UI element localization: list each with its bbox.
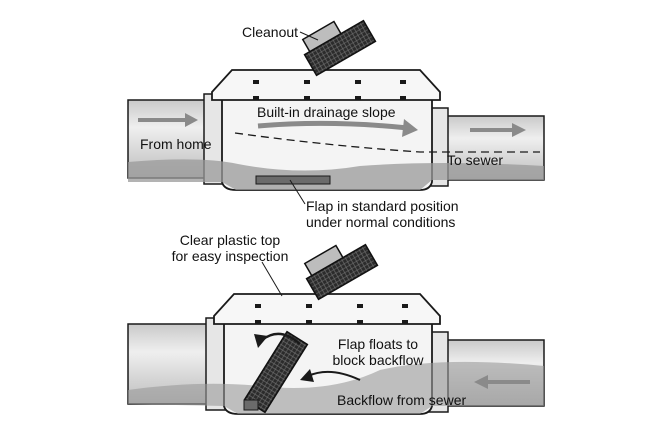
top-slope-line [234, 132, 540, 153]
top-flap-leader [289, 179, 306, 205]
bottom-valve-cover [213, 293, 441, 325]
flap-floats-label-line1: Flap floats to [337, 336, 419, 352]
top-cleanout-leader [299, 31, 319, 41]
backflow-label: Backflow from sewer [337, 392, 467, 408]
top-water [128, 159, 544, 190]
flap-standard-label-line1: Flap in standard position [306, 198, 459, 214]
bottom-flap-hinge [243, 399, 259, 411]
bottom-top-leader [261, 261, 283, 297]
top-slope-arrow [257, 120, 409, 131]
top-valve-cover [211, 69, 441, 101]
top-inlet-arrowhead [185, 113, 198, 127]
to-sewer-label: To sewer [447, 152, 504, 168]
top-valve-diagram [127, 19, 545, 205]
bottom-backflow-arrowhead [474, 375, 488, 389]
clear-top-label-line1: Clear plastic top [179, 232, 281, 248]
bottom-cleanout-cap [303, 243, 379, 301]
top-outlet-arrowhead [512, 123, 526, 137]
top-slope-arrowhead [402, 119, 418, 137]
bottom-cover-bolts [255, 304, 408, 324]
bottom-valve-diagram [127, 243, 545, 415]
flap-standard-label-line2: under normal conditions [306, 214, 456, 230]
top-cover-bolts [253, 80, 406, 100]
from-home-label: From home [140, 136, 212, 152]
bottom-inner-backflow-arrowhead [300, 369, 314, 382]
bottom-flap-motion-arrowhead [254, 334, 268, 348]
top-flap [255, 175, 331, 185]
cleanout-label: Cleanout [242, 24, 299, 40]
bottom-water [128, 361, 544, 414]
flap-floats-label-line2: block backflow [332, 352, 424, 368]
drainage-slope-label: Built-in drainage slope [257, 104, 396, 120]
clear-top-label-line2: for easy inspection [171, 248, 289, 264]
top-cleanout-cap [301, 19, 377, 77]
bottom-inner-backflow-arrow [307, 370, 361, 381]
